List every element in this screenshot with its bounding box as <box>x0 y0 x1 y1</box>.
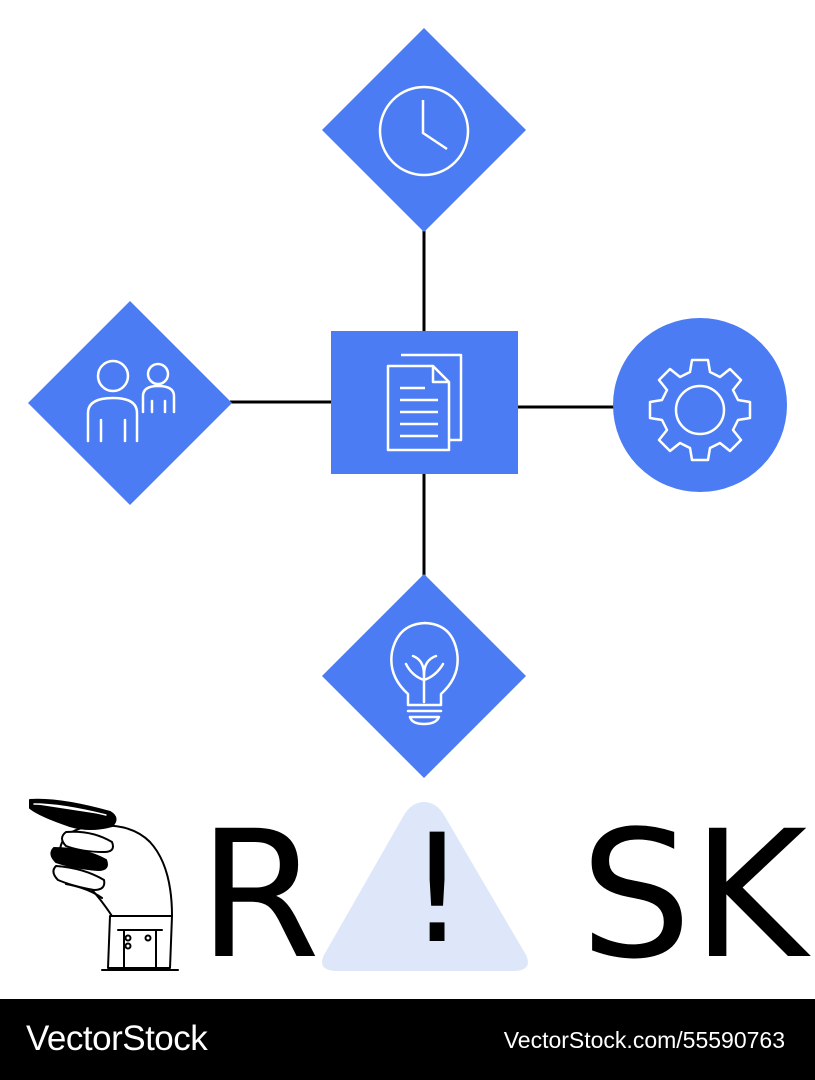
warning-triangle-icon <box>322 802 528 971</box>
gear-icon <box>648 358 752 462</box>
risk-letters-sk: SK <box>580 793 808 998</box>
watermark-footer: VectorStock VectorStock.com/55590763 <box>0 999 815 1080</box>
pointing-hand-icon <box>29 798 179 971</box>
warning-exclamation: ! <box>407 803 468 977</box>
clock-icon <box>378 85 470 177</box>
hub-diagram <box>28 28 787 971</box>
footer-image-id: VectorStock.com/55590763 <box>503 1027 785 1053</box>
node-lightbulb <box>322 574 526 778</box>
lightbulb-icon <box>390 621 459 726</box>
node-people <box>28 301 232 505</box>
documents-icon <box>386 353 463 452</box>
connectors <box>230 230 614 576</box>
people-icon <box>86 359 176 443</box>
node-clock <box>322 28 526 232</box>
node-gear <box>613 318 787 492</box>
risk-letter-r: R <box>198 793 321 998</box>
footer-brand: VectorStock <box>26 1019 208 1058</box>
node-documents <box>331 331 518 474</box>
